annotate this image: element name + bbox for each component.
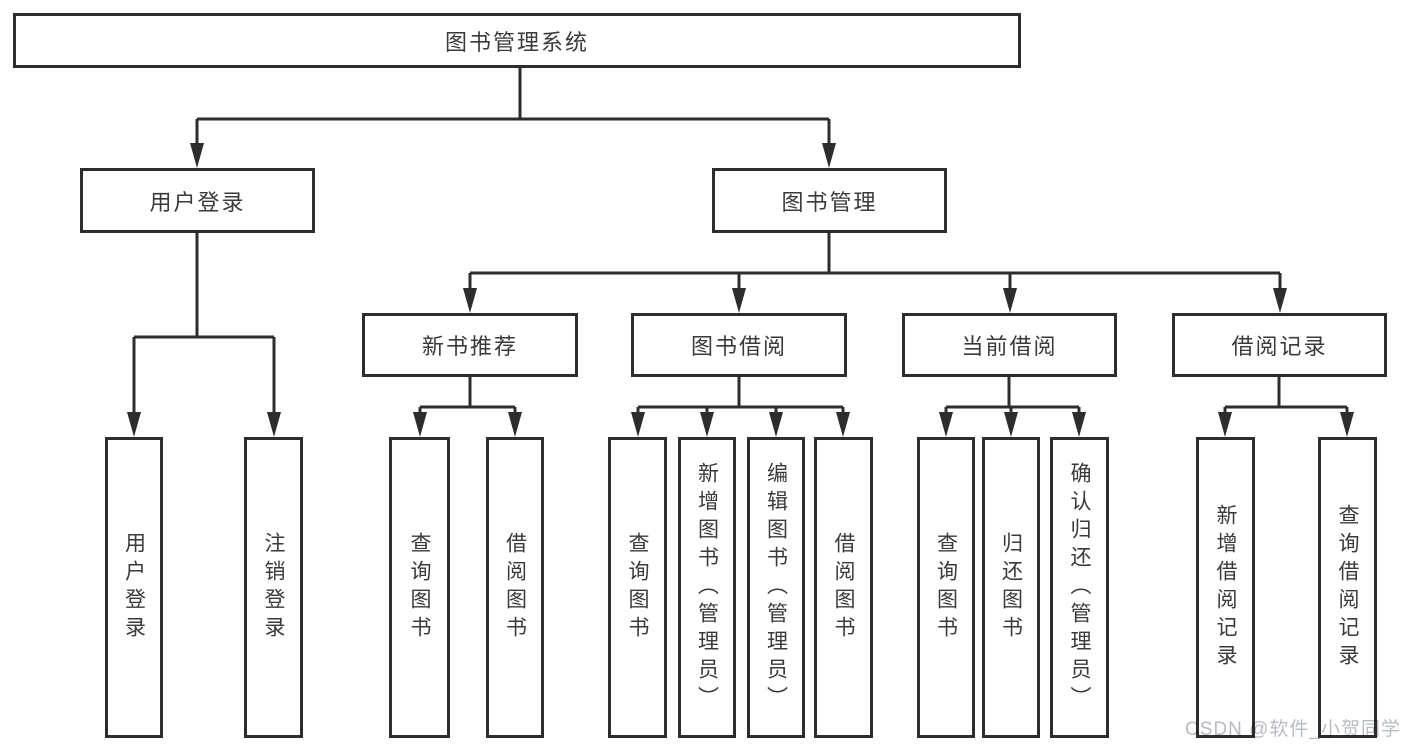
- arrow-down-icon: [1072, 412, 1086, 437]
- connector-current-borrow: [939, 377, 1086, 437]
- arrow-down-icon: [1218, 412, 1232, 437]
- arrow-down-icon: [267, 412, 281, 437]
- arrow-down-icon: [631, 412, 645, 437]
- leaf-edit-books-admin: 编辑图书（管理员）: [747, 437, 805, 738]
- node-book-borrow: 图书借阅: [631, 313, 847, 377]
- arrow-down-icon: [508, 412, 522, 437]
- node-current-borrow: 当前借阅: [902, 313, 1117, 377]
- arrow-down-icon: [1003, 288, 1017, 313]
- arrow-down-icon: [700, 412, 714, 437]
- leaf-logout: 注销登录: [244, 437, 303, 738]
- leaf-add-borrow-record: 新增借阅记录: [1196, 437, 1255, 738]
- connector-root: [190, 68, 836, 168]
- arrow-down-icon: [939, 412, 953, 437]
- leaf-query-books-current: 查询图书: [917, 437, 975, 738]
- leaf-borrow-books-recommend: 借阅图书: [486, 437, 544, 738]
- arrow-down-icon: [732, 288, 746, 313]
- arrow-down-icon: [822, 143, 836, 168]
- leaf-confirm-return-admin: 确认归还（管理员）: [1050, 437, 1109, 738]
- connector-book-management: [463, 233, 1287, 313]
- leaf-add-books-admin: 新增图书（管理员）: [678, 437, 736, 738]
- node-book-management: 图书管理: [712, 168, 947, 233]
- leaf-query-books-recommend: 查询图书: [389, 437, 450, 738]
- connector-borrow-records: [1218, 377, 1354, 437]
- node-root-book-management-system: 图书管理系统: [13, 13, 1021, 68]
- leaf-borrow-books: 借阅图书: [814, 437, 873, 738]
- csdn-watermark: CSDN @软件_小贺同学: [1185, 719, 1401, 740]
- leaf-query-borrow-record: 查询借阅记录: [1318, 437, 1377, 738]
- arrow-down-icon: [127, 412, 141, 437]
- arrow-down-icon: [190, 143, 204, 168]
- node-user-login: 用户登录: [80, 168, 315, 233]
- arrow-down-icon: [1004, 412, 1018, 437]
- arrow-down-icon: [1273, 288, 1287, 313]
- leaf-query-books-borrow: 查询图书: [608, 437, 667, 738]
- arrow-down-icon: [413, 412, 427, 437]
- arrow-down-icon: [463, 288, 477, 313]
- node-borrow-records: 借阅记录: [1172, 313, 1387, 377]
- leaf-return-books: 归还图书: [982, 437, 1040, 738]
- leaf-user-login: 用户登录: [105, 437, 163, 738]
- connector-user-login: [127, 233, 281, 437]
- arrow-down-icon: [836, 412, 850, 437]
- node-new-book-recommend: 新书推荐: [362, 313, 578, 377]
- arrow-down-icon: [769, 412, 783, 437]
- connector-book-borrow: [631, 377, 850, 437]
- arrow-down-icon: [1340, 412, 1354, 437]
- connector-new-book-recommend: [413, 377, 522, 437]
